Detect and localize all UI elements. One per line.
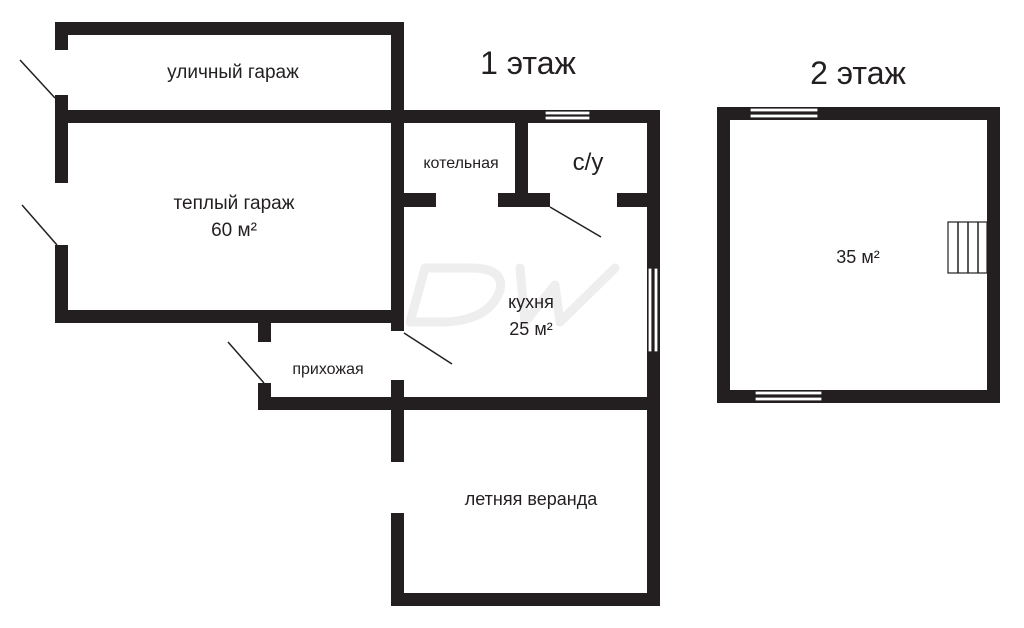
room-street-garage: уличный гараж bbox=[167, 62, 299, 83]
door-bathroom bbox=[549, 206, 602, 238]
floor2-area: 35 м² bbox=[836, 247, 879, 267]
window-bathroom-inner bbox=[544, 115, 591, 121]
room-kitchen: кухня bbox=[508, 292, 554, 312]
window-bathroom bbox=[544, 110, 591, 116]
room-boiler: котельная bbox=[423, 155, 498, 172]
floor1-walls bbox=[55, 22, 660, 606]
window-kitchen-inner bbox=[653, 267, 659, 353]
window-floor2-top-inner bbox=[749, 113, 819, 119]
stairs-icon bbox=[947, 221, 988, 274]
window-floor2-bottom-inner bbox=[754, 396, 823, 402]
floor2-walls bbox=[717, 107, 1000, 403]
floor1-doors bbox=[19, 59, 602, 384]
window-floor2-top bbox=[749, 107, 819, 113]
door-street-garage bbox=[19, 59, 56, 99]
room-bathroom: с/у bbox=[573, 149, 604, 176]
door-warm-garage bbox=[21, 204, 58, 246]
window-kitchen bbox=[647, 267, 653, 353]
room-hallway: прихожая bbox=[292, 361, 363, 378]
room-veranda: летняя веранда bbox=[465, 489, 598, 509]
watermark bbox=[405, 263, 620, 327]
door-kitchen bbox=[403, 332, 453, 365]
room-kitchen-area: 25 м² bbox=[509, 319, 552, 339]
room-warm-garage: теплый гараж bbox=[174, 193, 295, 214]
room-warm-garage-area: 60 м² bbox=[211, 220, 257, 241]
window-floor2-bottom bbox=[754, 390, 823, 396]
door-hallway bbox=[227, 341, 265, 384]
floor1-windows bbox=[544, 110, 659, 353]
floor1-title: 1 этаж bbox=[480, 45, 576, 81]
floor2-title: 2 этаж bbox=[810, 55, 906, 91]
